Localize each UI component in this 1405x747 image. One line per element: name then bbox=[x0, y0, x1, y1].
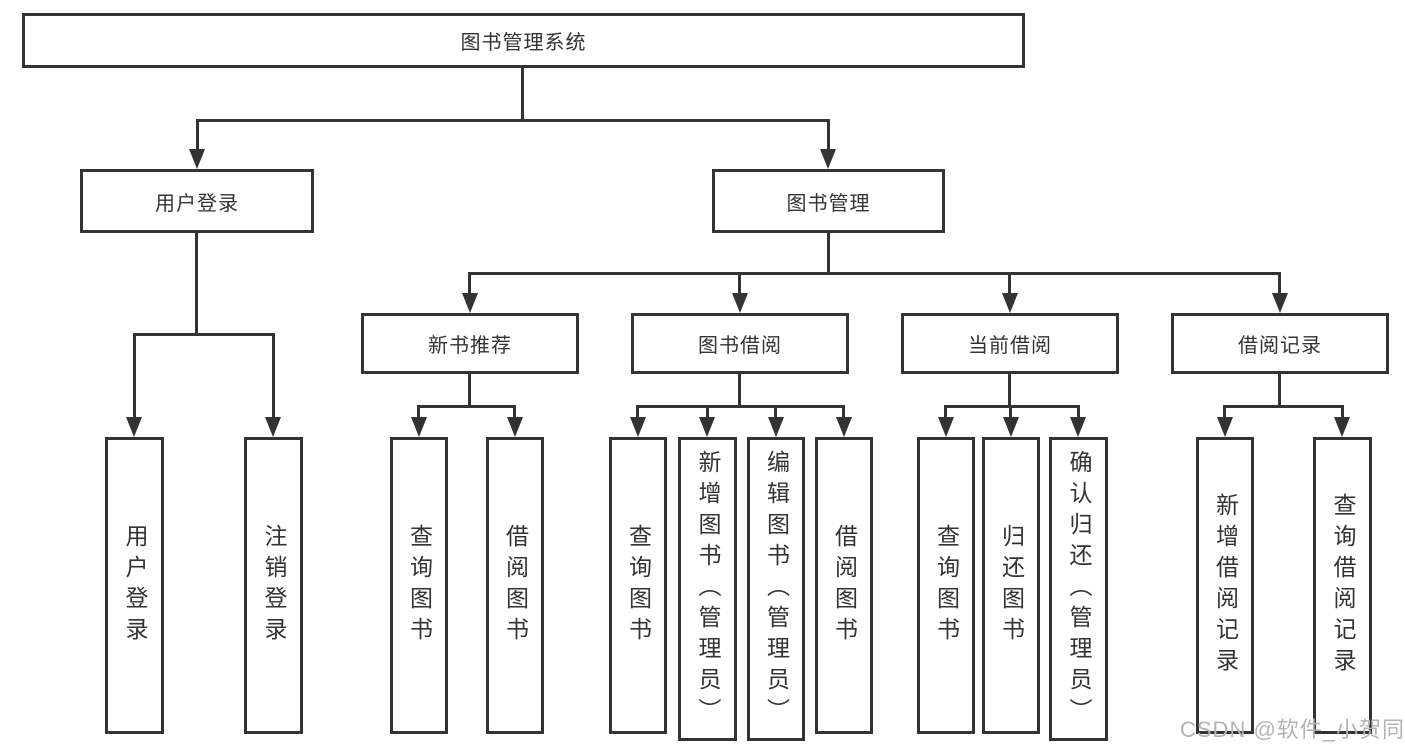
leaf-label: 查询图书 bbox=[406, 523, 433, 648]
arrowhead-down-icon bbox=[938, 417, 954, 437]
connector-root-stem bbox=[521, 68, 524, 122]
arrowhead-down-icon bbox=[699, 417, 715, 437]
arrowhead-down-icon bbox=[768, 417, 784, 437]
arrowhead-down-icon bbox=[507, 417, 523, 437]
connector-user-login-bar bbox=[133, 333, 275, 336]
connector-drop bbox=[842, 405, 845, 420]
arrowhead-down-icon bbox=[265, 417, 281, 437]
leaf-node-edit-books-admin: 编辑图书（管理员） bbox=[747, 437, 805, 741]
connector-section-stem bbox=[1008, 373, 1011, 408]
connector-drop bbox=[1008, 272, 1011, 295]
connector-section-stem bbox=[468, 373, 471, 408]
arrowhead-down-icon bbox=[820, 149, 836, 169]
connector-drop bbox=[1223, 405, 1226, 420]
node-book-management: 图书管理 bbox=[712, 169, 945, 233]
arrowhead-down-icon bbox=[1002, 293, 1018, 313]
connector-drop bbox=[774, 405, 777, 420]
leaf-node-return-books: 归还图书 bbox=[982, 437, 1040, 734]
leaf-node-query-books-1: 查询图书 bbox=[390, 437, 448, 734]
arrowhead-down-icon bbox=[732, 293, 748, 313]
arrowhead-down-icon bbox=[126, 417, 142, 437]
connector-drop bbox=[706, 405, 709, 420]
connector-section-stem bbox=[1278, 373, 1281, 408]
leaf-node-logout: 注销登录 bbox=[244, 437, 303, 734]
leaf-label: 查询借阅记录 bbox=[1330, 492, 1356, 679]
node-user-login: 用户登录 bbox=[80, 169, 314, 233]
leaf-label: 注销登录 bbox=[261, 523, 287, 648]
connector-drop bbox=[944, 405, 947, 420]
connector-drop bbox=[272, 333, 275, 419]
watermark: CSDN @软件_小贺同学 bbox=[1180, 717, 1405, 742]
node-label: 借阅记录 bbox=[1238, 335, 1322, 357]
leaf-label: 借阅图书 bbox=[831, 523, 858, 648]
leaf-label: 编辑图书（管理员） bbox=[763, 449, 790, 729]
node-borrowing-records: 借阅记录 bbox=[1171, 313, 1389, 374]
connector-drop bbox=[636, 405, 639, 420]
arrowhead-down-icon bbox=[462, 293, 478, 313]
arrowhead-down-icon bbox=[1070, 417, 1086, 437]
arrowhead-down-icon bbox=[630, 417, 646, 437]
leaf-node-query-books-2: 查询图书 bbox=[609, 437, 667, 734]
arrowhead-down-icon bbox=[411, 417, 427, 437]
leaf-label: 查询图书 bbox=[625, 523, 652, 648]
connector-drop bbox=[133, 333, 136, 419]
leaf-node-borrow-books-1: 借阅图书 bbox=[486, 437, 544, 734]
node-label: 当前借阅 bbox=[968, 335, 1052, 357]
leaf-node-query-borrow-record: 查询借阅记录 bbox=[1313, 437, 1372, 734]
arrowhead-down-icon bbox=[1334, 417, 1350, 437]
leaf-node-query-books-3: 查询图书 bbox=[917, 437, 975, 734]
node-current-borrowing: 当前借阅 bbox=[901, 313, 1119, 374]
connector-drop bbox=[1009, 405, 1012, 420]
connector-drop bbox=[1278, 272, 1281, 295]
node-label: 图书管理 bbox=[786, 192, 871, 215]
leaf-node-confirm-return-admin: 确认归还（管理员） bbox=[1049, 437, 1108, 741]
node-new-book-recommendation: 新书推荐 bbox=[361, 313, 579, 374]
connector-drop bbox=[1077, 405, 1080, 420]
leaf-node-add-borrow-record: 新增借阅记录 bbox=[1196, 437, 1254, 734]
leaf-label: 新增图书（管理员） bbox=[695, 449, 721, 729]
node-label: 图书管理系统 bbox=[460, 32, 587, 54]
node-book-borrowing: 图书借阅 bbox=[631, 313, 849, 374]
leaf-label: 用户登录 bbox=[122, 523, 148, 648]
leaf-label: 确认归还（管理员） bbox=[1066, 449, 1092, 729]
arrowhead-down-icon bbox=[836, 417, 852, 437]
connector-drop bbox=[513, 405, 516, 420]
connector-drop bbox=[468, 272, 471, 295]
connector-level2-bar bbox=[196, 119, 830, 122]
leaf-node-borrow-books-2: 借阅图书 bbox=[815, 437, 873, 734]
connector-drop bbox=[1341, 405, 1344, 420]
arrowhead-down-icon bbox=[189, 149, 205, 169]
leaf-node-add-books-admin: 新增图书（管理员） bbox=[678, 437, 737, 741]
connector-section-bar bbox=[944, 405, 1080, 408]
arrowhead-down-icon bbox=[1217, 417, 1233, 437]
connector-section-bar bbox=[417, 405, 516, 408]
connector-level3-bar bbox=[468, 272, 1281, 275]
connector-section-bar bbox=[1223, 405, 1344, 408]
node-label: 新书推荐 bbox=[428, 335, 512, 357]
connector-drop bbox=[196, 119, 199, 151]
leaf-label: 查询图书 bbox=[933, 523, 960, 648]
connector-user-login-stem bbox=[195, 233, 198, 336]
leaf-label: 借阅图书 bbox=[502, 523, 529, 648]
leaf-label: 归还图书 bbox=[998, 523, 1025, 648]
connector-drop bbox=[827, 119, 830, 151]
leaf-label: 新增借阅记录 bbox=[1212, 492, 1239, 679]
leaf-node-user-login: 用户登录 bbox=[105, 437, 164, 734]
connector-section-stem bbox=[738, 373, 741, 408]
node-label: 图书借阅 bbox=[698, 335, 782, 357]
connector-section-bar bbox=[636, 405, 845, 408]
arrowhead-down-icon bbox=[1003, 417, 1019, 437]
connector-drop bbox=[738, 272, 741, 295]
connector-book-mgmt-stem bbox=[827, 233, 830, 275]
arrowhead-down-icon bbox=[1272, 293, 1288, 313]
node-root-library-management-system: 图书管理系统 bbox=[22, 13, 1025, 68]
connector-drop bbox=[417, 405, 420, 420]
node-label: 用户登录 bbox=[155, 192, 239, 215]
